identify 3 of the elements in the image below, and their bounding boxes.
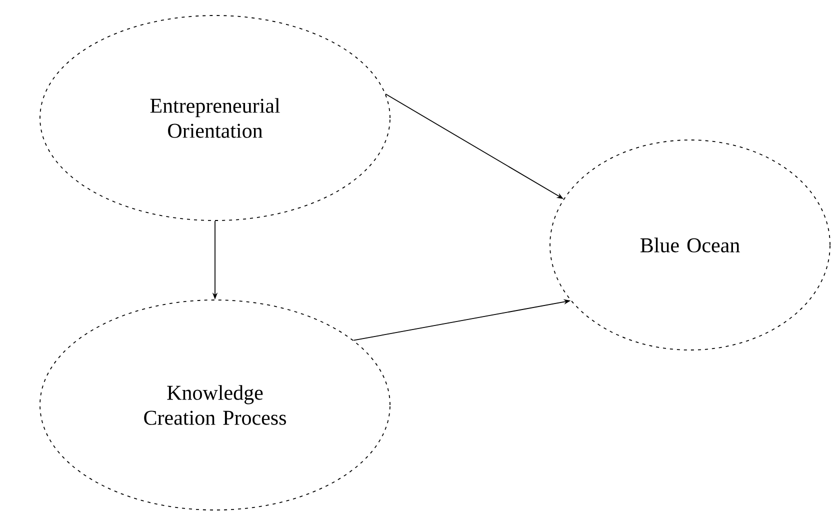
oval-node: Entrepreneurial Orientation [40,15,390,221]
oval-node: Knowledge Creation Process [40,300,390,510]
oval-node: Blue Ocean [550,140,830,350]
